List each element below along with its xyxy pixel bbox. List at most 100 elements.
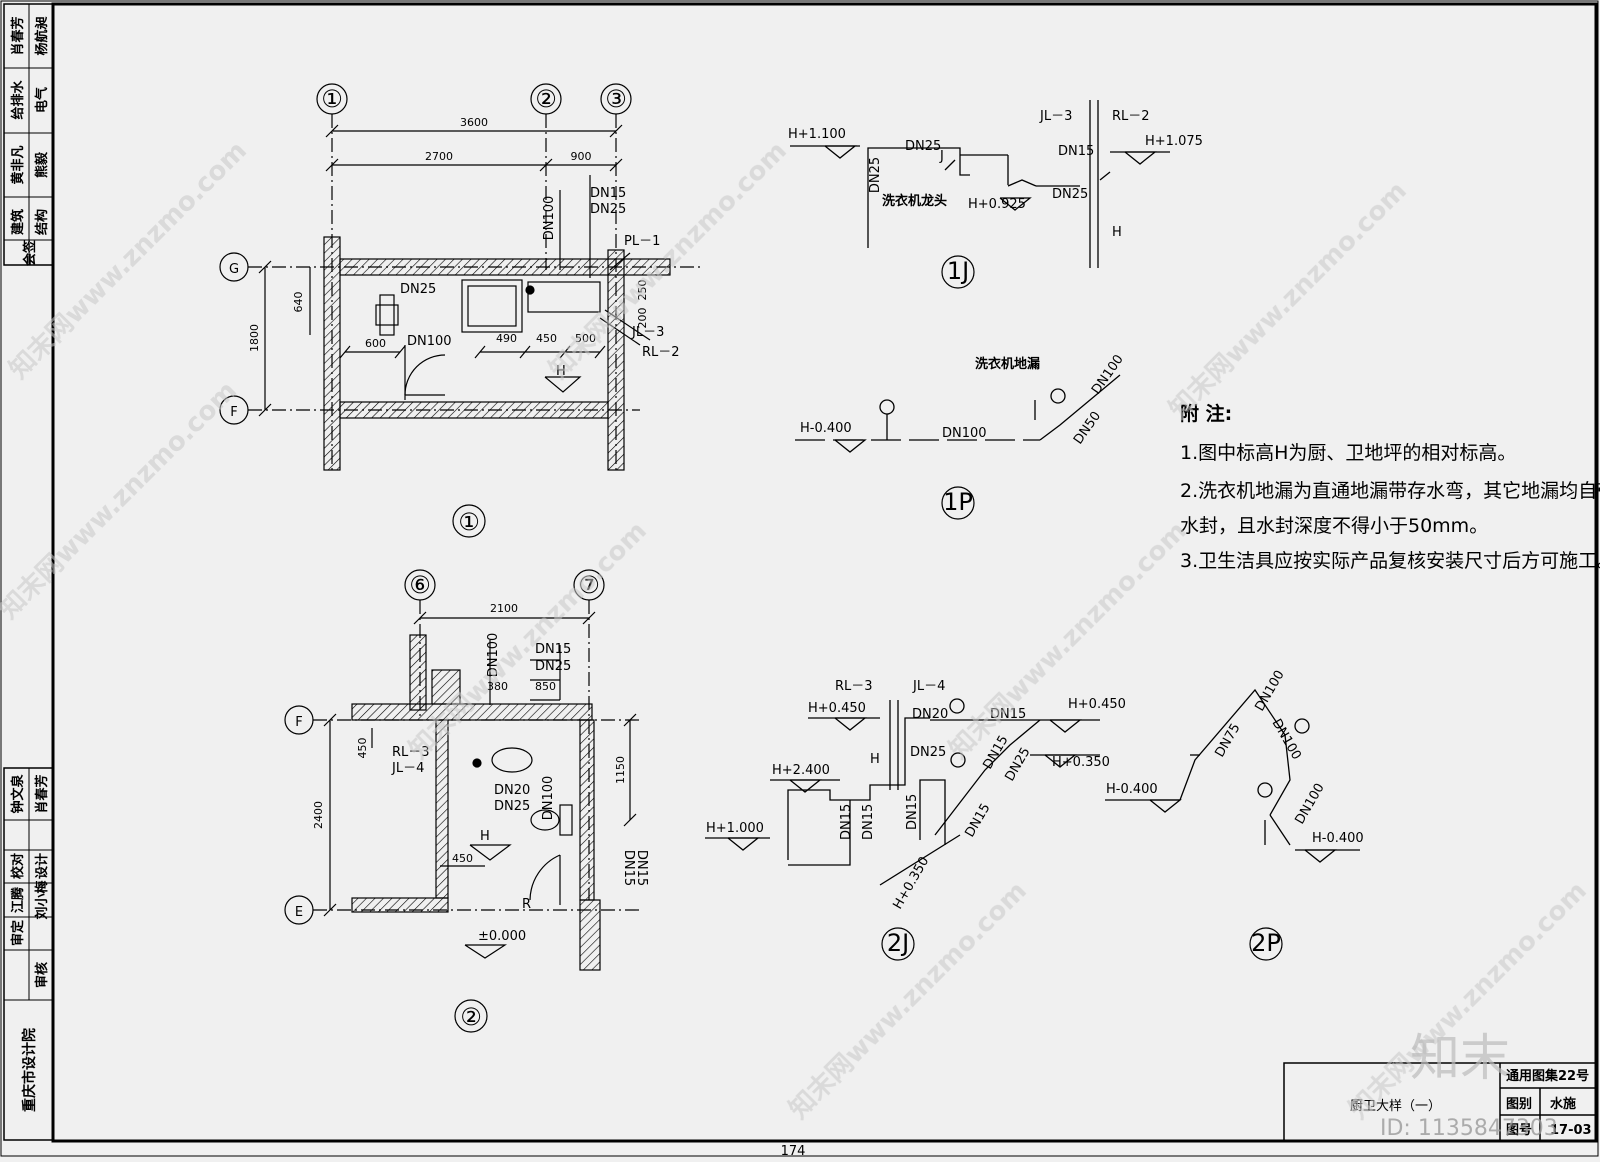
dim-450-b: 450 [452,852,473,865]
pipe-dn25: DN25 [535,659,571,674]
approval-name: 江腾 [10,886,26,913]
pipe-dn15-b: DN15 [839,804,854,840]
watermark-logo: 知末 [1410,1029,1510,1087]
countersign-name: 肖春芳 [10,16,26,55]
dim-380: 380 [487,680,508,693]
diagram-2j [705,698,1100,886]
axis-e-label: E [295,905,303,920]
pipe-dn15: DN15 [535,642,571,657]
riser-h-marker: H [1112,225,1122,240]
dim-2700: 2700 [425,150,453,163]
axis-6-label: ⑥ [409,571,431,599]
dim-3600: 3600 [460,116,488,129]
pipe-dn15-a: DN15 [990,707,1026,722]
pipe-dn25-b: DN25 [494,799,530,814]
pipe-dn25-b: DN25 [1052,187,1088,202]
approval-role: 审定 [10,920,26,946]
pipe-dn15-vertical: DN15 [621,850,636,886]
axis-7-label: ⑦ [578,571,600,599]
pipe-dn20: DN20 [494,783,530,798]
watermark-text: 知末网www.znzmo.com [404,516,653,765]
pipe-jl3: JL－3 [631,325,664,340]
approval-role: 审核 [34,962,50,988]
plan-2-texts: ⑥ ⑦ F E 2100 380 850 450 1150 2400 450 D… [295,571,649,1031]
pipe-dn25: DN25 [400,282,436,297]
diagram-1p-texts: H-0.400 DN100 洗衣机地漏 DN100 DN50 1P [800,352,1127,516]
riser-jl4: JL－4 [912,679,945,694]
notes-heading: 附 注: [1180,402,1232,425]
dim-500: 500 [575,332,596,345]
plan-2-label-circle [454,999,488,1033]
dim-640: 640 [292,292,305,313]
dim-600: 600 [365,337,386,350]
pipe-r-marker: R [522,897,531,912]
floor-h-marker: H [556,364,566,379]
washer-tap: 洗衣机龙头 [882,193,947,209]
plan-1-label-circle [452,504,486,538]
category-label: 图别 [1506,1097,1532,1112]
dim-1800: 1800 [248,324,261,352]
company-name: 重庆市设计院 [21,1028,38,1112]
pipe-rl3: RL－3 [392,745,430,760]
pipe-dn25-b: DN25 [590,202,626,217]
note-line: 1.图中标高H为厨、卫地坪的相对标高。 [1180,442,1516,464]
pipe-pl1: PL－1 [624,234,660,249]
note-line: 2.洗衣机地漏为直通地漏带存水弯，其它地漏均自带 [1180,480,1600,502]
dim-2400: 2400 [312,801,325,829]
approval-name: 钟文泉 [10,774,26,814]
pipe-dn15: DN15 [1058,144,1094,159]
pipe-dn20: DN20 [912,707,948,722]
elev-h0450-b: H+0.450 [1068,697,1126,712]
watermark-layer: 知末网www.znzmo.com 知末网www.znzmo.com 知末网www… [0,136,1593,1125]
plan-2-label: ② [460,1003,482,1031]
watermark-text: 知末网www.znzmo.com [784,876,1033,1125]
dim-450: 450 [536,332,557,345]
pipe-dn25-b: DN25 [1002,745,1033,784]
pipe-dn100-c: DN100 [1292,781,1327,827]
countersign-discipline: 给排水 [10,80,26,120]
pipe-dn100: DN100 [942,426,987,441]
axis-1-label: ① [321,85,343,113]
dim-200: 200 [636,308,649,329]
dim-850: 850 [535,680,556,693]
diagram-1j [790,100,1170,268]
axis-2-label: ② [535,85,557,113]
pipe-jl4: JL－4 [391,761,424,776]
title-block [1283,1062,1597,1142]
floor-h-marker: H [480,829,490,844]
watermark-text: 知末网www.znzmo.com [0,376,243,625]
diagram-2p-label-circle [1249,927,1283,961]
pipe-dn50: DN50 [1071,409,1104,447]
pipe-dn15-e: DN15 [962,801,993,840]
pipe-dn100-b: DN100 [1269,717,1304,763]
plan-1-texts: ① ② ③ G F 3600 2700 900 1800 640 600 490… [229,85,680,536]
dim-450-a: 450 [356,738,369,759]
approval-role: 设计 [34,853,50,879]
diagram-2p [1105,688,1360,863]
washer-drain: 洗衣机地漏 [975,356,1040,372]
number-label: 图号 [1506,1123,1532,1138]
pipe-dn100: DN100 [407,334,452,349]
countersign-texts: 建筑 黄非凡 结构 熊毅 给排水 肖春芳 电气 杨航昶 会签 [10,16,50,267]
diagram-1p-label: 1P [943,488,973,516]
plan-1-label: ① [458,508,480,536]
diagram-1j-label: 1J [947,257,969,285]
pipe-dn15-vertical-2: DN15 [634,850,649,886]
watermark-id: ID: 1135847303 [1380,1116,1558,1141]
elev-h0400: H-0.400 [800,421,852,436]
approval-block [4,768,53,1001]
notes-block: 附 注: 1.图中标高H为厨、卫地坪的相对标高。 2.洗衣机地漏为直通地漏带存水… [1180,402,1600,572]
approval-name: 肖春芳 [34,774,50,813]
diagram-2j-label: 2J [887,929,909,957]
dim-900: 900 [571,150,592,163]
approval-texts: 审定 江腾 审核 刘小梅 校对 钟文泉 设计 肖春芳 重庆市设计院 [10,774,50,1112]
pipe-dn100: DN100 [486,633,501,678]
axis-f-label: F [230,405,237,420]
dim-490: 490 [496,332,517,345]
elev-h0400-a: H-0.400 [1106,782,1158,797]
riser-jl3: JL－3 [1039,109,1072,124]
pipe-dn100-vertical: DN100 [542,196,557,241]
elev-h1100: H+1.100 [788,127,846,142]
